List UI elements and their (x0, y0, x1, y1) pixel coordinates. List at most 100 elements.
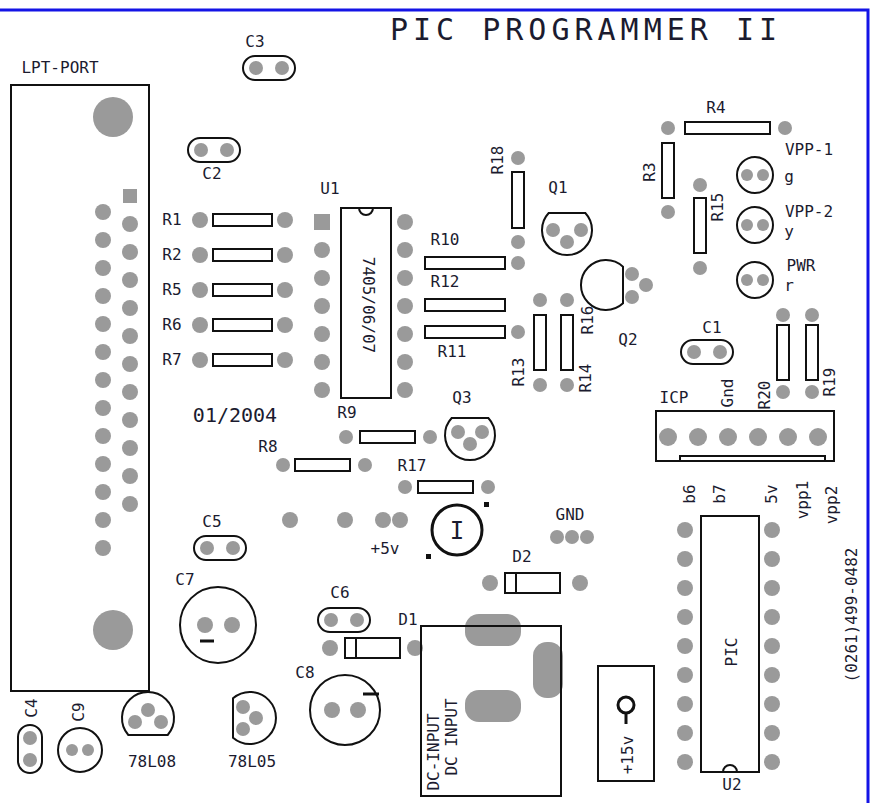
resistor-symbol (360, 431, 415, 443)
capacitor-symbol (243, 56, 295, 80)
solder-pads (550, 530, 564, 544)
silkscreen-label: VPP-2 (785, 204, 833, 220)
solder-pads (625, 267, 639, 281)
solder-pads (511, 235, 525, 249)
jumper-marks (426, 502, 489, 559)
silkscreen-label: C6 (330, 585, 349, 601)
solder-pads (66, 744, 78, 756)
solder-pads (322, 640, 338, 656)
solder-pads (560, 378, 574, 392)
silkscreen-label: Q3 (452, 390, 471, 406)
transistor-symbol (445, 418, 495, 460)
silkscreen-label: D1 (398, 612, 417, 628)
solder-pads (451, 425, 465, 439)
solder-pads (757, 169, 769, 181)
lpt-pins (122, 300, 138, 316)
jumper-marks (484, 502, 489, 507)
solder-pads (350, 613, 364, 627)
capacitor-symbol (681, 340, 733, 364)
lpt-pins (93, 97, 133, 137)
supply-terminal-outline: +15v (597, 665, 655, 782)
silkscreen-label: Q2 (618, 332, 637, 348)
solder-pads (128, 715, 142, 729)
solder-pads (693, 261, 707, 275)
part-marking: 7405/06/07 (360, 257, 376, 353)
diode-symbol (345, 573, 560, 658)
solder-pads (226, 541, 240, 555)
solder-pads (397, 242, 413, 258)
silkscreen-label: PWR (787, 258, 816, 274)
solder-pads (764, 638, 780, 654)
solder-pads (482, 575, 498, 591)
capacitor-symbol (318, 608, 370, 632)
lpt-pins (95, 512, 111, 528)
solder-pads (192, 352, 208, 368)
connector-outline: LPT-PORT (10, 84, 150, 692)
resistor-symbol (213, 249, 272, 261)
transistor-symbol (122, 213, 623, 744)
resistor-symbol (213, 319, 272, 331)
solder-pads (397, 354, 413, 370)
header-outline: ICP (655, 410, 835, 462)
silkscreen-label: R6 (162, 317, 181, 333)
lpt-pins (95, 204, 111, 220)
solder-pads (764, 522, 780, 538)
solder-pads (778, 121, 792, 135)
transistor-symbol (233, 692, 276, 744)
solder-pads (580, 530, 594, 544)
capacitor-symbol (310, 675, 380, 745)
silkscreen-label: R10 (431, 232, 460, 248)
ic-notch (359, 208, 737, 772)
solder-pads (277, 212, 293, 228)
solder-pads (194, 143, 208, 157)
solder-pads (314, 214, 330, 230)
solder-pads (764, 754, 780, 770)
solder-pads (397, 326, 413, 342)
silkscreen-label: C3 (245, 34, 264, 50)
board-edge (0, 10, 868, 803)
solder-pads (560, 235, 574, 249)
resistor-symbol (561, 315, 573, 370)
power-jack-outline: DC-INPUTDC INPUT (420, 625, 562, 797)
resistor-symbol (806, 325, 818, 380)
resistor-symbol (425, 257, 505, 269)
transistor-symbol (542, 213, 592, 255)
solder-pads (565, 530, 579, 544)
part-designator: U2 (722, 777, 741, 793)
silkscreen-label: 78L05 (228, 754, 276, 770)
lpt-pins (122, 216, 138, 232)
solder-pads (141, 703, 155, 717)
supply-symbol (618, 697, 634, 724)
resistor-symbol (213, 214, 272, 226)
diode-symbol (345, 638, 400, 658)
silkscreen-label: D2 (512, 549, 531, 565)
solder-pads (277, 247, 293, 263)
lpt-pins (123, 189, 137, 203)
solder-pads (192, 317, 208, 333)
silkscreen-label: R16 (580, 306, 596, 335)
silkscreen-label: C4 (24, 698, 40, 717)
silkscreen-label: vpp1 (795, 481, 811, 520)
solder-pads (314, 242, 330, 258)
resistor-symbol (685, 122, 770, 134)
solder-pads (560, 293, 574, 307)
silkscreen-label: R12 (431, 274, 460, 290)
solder-pads (314, 354, 330, 370)
silkscreen-label: C8 (295, 665, 314, 681)
solder-pads (805, 385, 819, 399)
solder-pads (23, 753, 37, 767)
diode-symbol (355, 638, 357, 658)
solder-pads (397, 214, 413, 230)
led-symbol (737, 207, 773, 243)
transistor-symbol (581, 260, 623, 310)
solder-pads (511, 151, 525, 165)
silkscreen-label: 01/2004 (193, 405, 277, 425)
solder-pads (324, 613, 338, 627)
solder-pads (397, 382, 413, 398)
silkscreen-label: C2 (202, 166, 221, 182)
solder-pads (677, 754, 693, 770)
silkscreen-label: Q1 (548, 180, 567, 196)
jumper-symbol (432, 505, 482, 555)
